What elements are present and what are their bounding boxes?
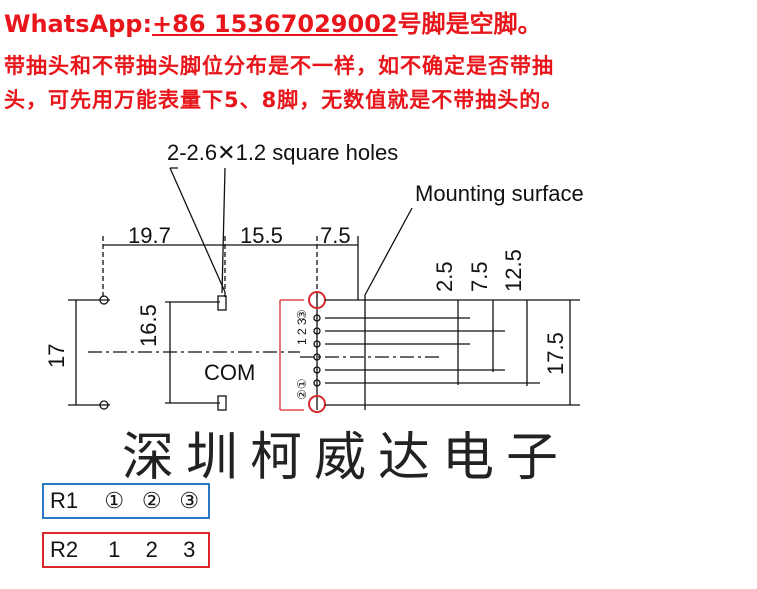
dim-2-5: 2.5 [432,261,457,292]
legend-r1-pin-3: ③ [179,488,200,513]
legend-r1-pin-1: ① [104,488,125,513]
legend-r2: R2 1 2 3 [42,532,210,568]
dim-12-5: 12.5 [501,249,526,292]
hole-leader-line-2 [221,167,226,294]
hole-spec-label: 2-2.6✕1.2 square holes [167,140,398,165]
watermark-text: 深圳柯威达电子 [122,428,570,488]
pin-3 [313,327,321,335]
whatsapp-label: WhatsApp: [4,10,153,38]
pin-6 [313,366,321,374]
square-hole-bottom [217,395,227,411]
pin-2 [313,314,321,322]
header-line-1-tail: 号脚是空脚。 [397,10,542,38]
dim-19-7: 19.7 [128,223,171,248]
com-label: COM [204,360,255,385]
legend-r1-pin-2: ② [141,488,162,513]
pin-7 [313,379,321,387]
legend-r1: R1 ① ② ③ [42,483,210,519]
pin-labels-lower: ②① [295,378,309,400]
pin-4 [313,340,321,348]
left-pin-bottom [99,400,109,410]
dim-17-left: 17 [44,344,69,368]
pin-labels-upper: 1 2 3 [295,318,309,345]
dim-7-5-top: 7.5 [320,223,351,248]
legend-r2-pin-1: 1 [108,537,121,562]
dim-16-5: 16.5 [136,304,161,347]
dim-17-5: 17.5 [543,332,568,375]
dim-7-5-right: 7.5 [467,261,492,292]
pin-labels-upper-circled: ③ [295,309,309,320]
header-line-1: WhatsApp:+86 15367029002号脚是空脚。 [4,4,542,39]
legend-r2-pin-2: 2 [145,537,158,562]
dim-15-5: 15.5 [240,223,283,248]
legend-r2-pin-3: 3 [183,537,196,562]
left-pin-top [99,295,109,305]
hole-leader-line [169,167,226,293]
square-hole-top [217,295,227,311]
header-line-3: 头，可先用万能表量下5、8脚，无数值就是不带抽头的。 [4,88,564,112]
mounting-leader-line [364,207,413,296]
mounting-surface-label: Mounting surface [415,181,584,206]
header-line-2: 带抽头和不带抽头脚位分布是不一样，如不确定是否带抽 [4,54,554,78]
legend-r2-label: R2 [50,537,79,562]
whatsapp-phone[interactable]: +86 15367029002 [152,10,398,38]
pin-circle-bottom-highlight [308,395,326,413]
legend-r1-label: R1 [50,488,79,513]
